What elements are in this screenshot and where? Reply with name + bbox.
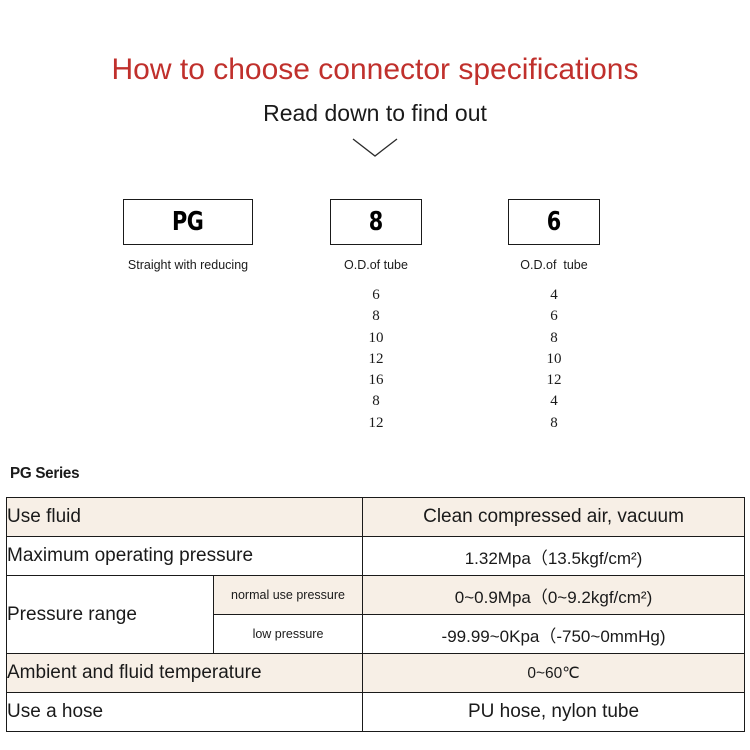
option-value[interactable]: 8	[372, 308, 380, 325]
option-column-primary: 6 8 10 12 16 8 12	[316, 285, 436, 434]
code-box-series[interactable]: PG	[123, 199, 253, 245]
option-value[interactable]: 12	[368, 350, 384, 367]
spec-row-value: 0~0.9Mpa（0~9.2kgf/cm²)	[362, 575, 746, 615]
code-box-od-tube-primary-text: 8	[368, 207, 384, 237]
page-title: How to choose connector specifications	[111, 53, 639, 86]
option-value[interactable]: 10	[546, 350, 562, 367]
code-box-od-tube-secondary-caption: O.D.of tube	[520, 258, 588, 272]
chevron-down-icon	[352, 138, 398, 158]
spec-row-label: Pressure range	[6, 575, 214, 654]
page-subtitle: Read down to find out	[263, 100, 487, 126]
code-box-series-caption: Straight with reducing	[127, 258, 249, 272]
spec-table-heading: PG Series	[10, 465, 80, 482]
spec-row-sublabel: low pressure	[212, 614, 364, 654]
spec-row-value: PU hose, nylon tube	[362, 692, 746, 732]
spec-row-value: 1.32Mpa（13.5kgf/cm²)	[362, 536, 746, 576]
code-box-od-tube-secondary-text: 6	[546, 207, 562, 237]
option-value[interactable]: 6	[372, 287, 380, 303]
spec-row-label: Use a hose	[5, 692, 364, 732]
code-box-od-tube-secondary[interactable]: 6	[508, 199, 600, 245]
code-box-od-tube-primary-caption: O.D.of tube	[344, 258, 408, 272]
table-row: low pressure-99.99~0Kpa（-750~0mmHg)	[7, 614, 746, 654]
option-value[interactable]: 16	[368, 372, 384, 389]
spec-row-label: Use fluid	[5, 497, 364, 537]
option-value[interactable]: 8	[550, 329, 558, 346]
option-value[interactable]: 4	[550, 393, 558, 410]
spec-row-value: Clean compressed air, vacuum	[362, 497, 746, 537]
spec-row-label: Maximum operating pressure	[5, 536, 364, 576]
option-value[interactable]: 6	[550, 308, 558, 325]
option-value[interactable]: 4	[550, 287, 558, 303]
code-box-series-text: PG	[172, 207, 204, 237]
spec-row-value: 0~60℃	[362, 653, 746, 693]
option-value[interactable]: 12	[546, 372, 562, 389]
option-value[interactable]: 8	[550, 414, 558, 431]
option-value[interactable]: 8	[372, 393, 380, 410]
option-value[interactable]: 10	[368, 329, 384, 346]
code-box-od-tube-primary[interactable]: 8	[330, 199, 422, 245]
option-column-secondary: 4 6 8 10 12 4 8	[494, 285, 614, 434]
spec-row-sublabel: normal use pressure	[212, 575, 364, 615]
spec-row-label: Ambient and fluid temperature	[5, 653, 364, 693]
option-value[interactable]: 12	[368, 414, 384, 431]
spec-row-value: -99.99~0Kpa（-750~0mmHg)	[362, 614, 746, 654]
